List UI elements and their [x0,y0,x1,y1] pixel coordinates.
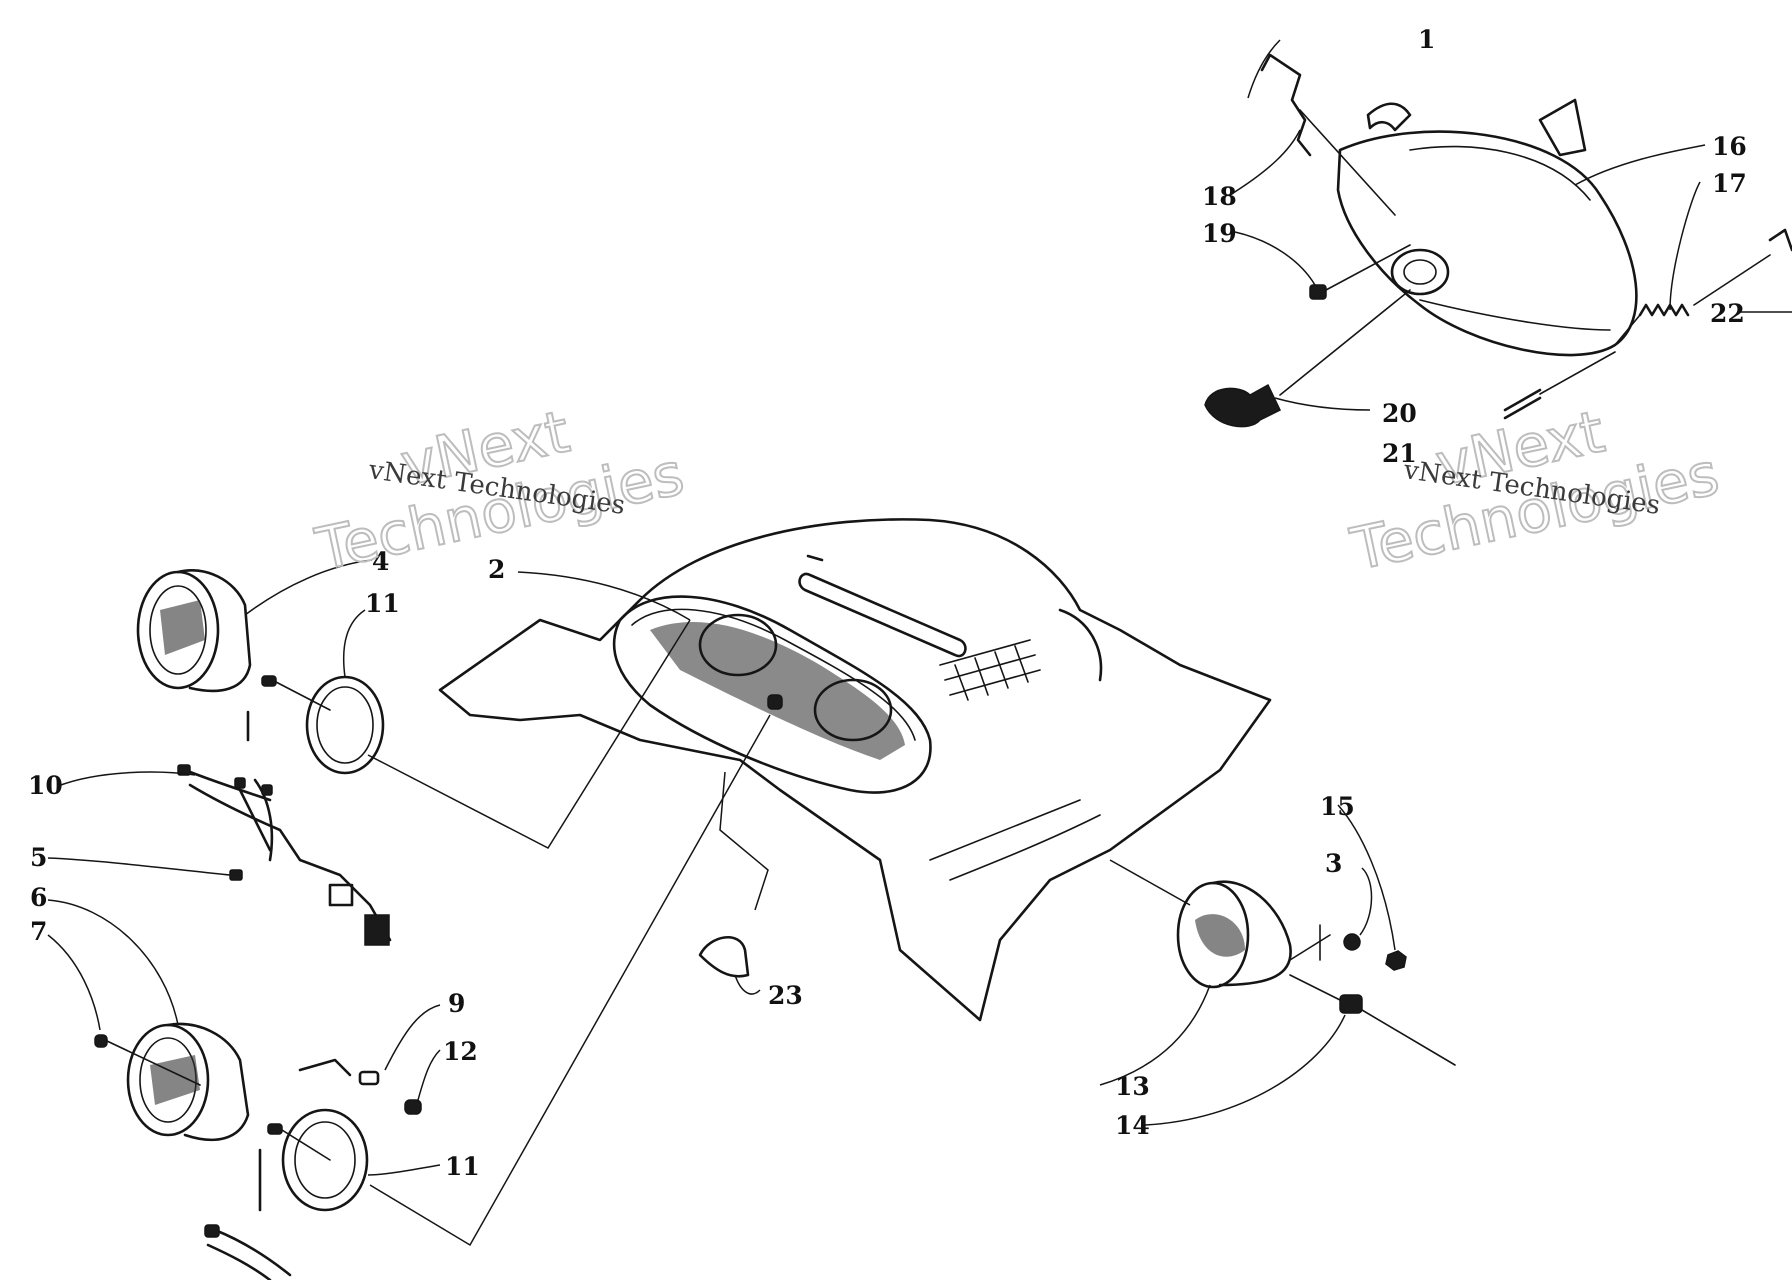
part-label-1: 1 [1418,25,1435,54]
wire-clip [1260,53,1312,157]
part-number-labels: 1 2 3 4 5 6 7 9 10 11 11 12 13 14 15 16 … [28,25,1747,1181]
part-label-3: 3 [1325,849,1342,878]
part-label-2: 2 [488,555,505,584]
part-label-13: 13 [1115,1072,1150,1101]
part-label-16: 16 [1712,132,1747,161]
part-label-9: 9 [448,989,465,1018]
part-label-23: 23 [768,981,803,1010]
gauge-cup-right [1176,880,1456,1066]
headlight-housing [1336,130,1638,357]
part-label-21: 21 [1382,439,1417,468]
console-housing [438,518,1272,1022]
part-label-11-upper: 11 [365,589,400,618]
gauge-upper [136,569,385,775]
headlight-assembly [1204,53,1792,428]
spring [1638,303,1690,317]
part-label-14: 14 [1115,1111,1150,1140]
part-label-4: 4 [372,547,389,576]
wire-harness [177,710,392,946]
part-label-12: 12 [443,1037,478,1066]
part-label-10: 10 [28,771,63,800]
gauge-lower [94,1022,422,1280]
part-label-15: 15 [1320,792,1355,821]
console-grille [939,639,1041,701]
part-label-22: 22 [1710,299,1745,328]
clip-23 [698,935,750,978]
leader-lines [47,39,1792,1247]
part-label-20: 20 [1382,399,1417,428]
part-label-7: 7 [30,917,47,946]
part-label-18: 18 [1202,182,1237,211]
part-label-11-lower: 11 [445,1152,480,1181]
part-label-17: 17 [1712,169,1747,198]
part-label-5: 5 [30,843,47,872]
instrument-console [438,518,1272,1022]
part-label-19: 19 [1202,219,1237,248]
part-label-6: 6 [30,883,47,912]
